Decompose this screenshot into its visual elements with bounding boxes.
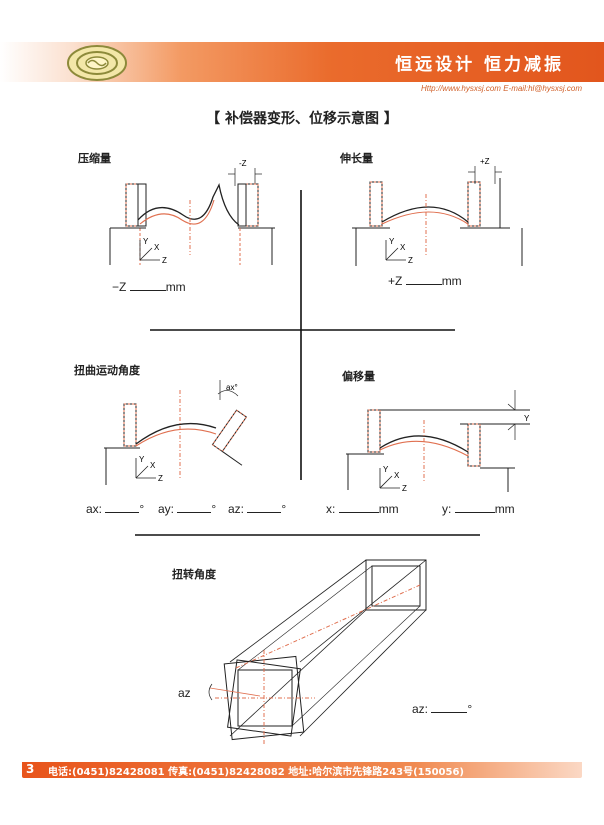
offset-field-y-prefix: y:: [442, 502, 452, 516]
torsion-field[interactable]: az: °: [412, 702, 472, 716]
angular-axis-z: Z: [158, 474, 163, 483]
angular-label: 扭曲运动角度: [74, 364, 140, 377]
angular-field-ay-unit: °: [211, 502, 217, 516]
offset-field-x-prefix: x:: [326, 502, 336, 516]
compression-diagram: -Z Y X Z: [109, 159, 275, 265]
angular-ay-input-line[interactable]: [177, 502, 212, 513]
extension-axis-x: X: [400, 243, 406, 252]
angular-field-ax-unit: °: [139, 502, 145, 516]
offset-field-x-unit: mm: [378, 502, 399, 516]
extension-label: 伸长量: [340, 152, 373, 165]
compression-axis-y: Y: [143, 237, 149, 246]
compression-field-prefix: −Z: [112, 280, 127, 294]
offset-axis-y: Y: [383, 465, 389, 474]
page-title: 【 补偿器变形、位移示意图 】: [206, 111, 398, 127]
compression-field-unit: mm: [165, 280, 186, 294]
torsion-input-line[interactable]: [431, 702, 468, 713]
torsion-field-prefix: az:: [412, 702, 429, 716]
extension-axis-z: Z: [408, 256, 413, 265]
compression-input-line[interactable]: [129, 280, 166, 291]
torsion-field-unit: °: [467, 702, 473, 716]
angular-field-az-prefix: az:: [228, 502, 245, 516]
header-slogan: 恒远设计 恒力减振: [395, 55, 564, 75]
angular-axis-y: Y: [139, 455, 145, 464]
extension-field-prefix: +Z: [388, 274, 403, 288]
offset-x-input-line[interactable]: [338, 502, 379, 513]
footer-contact: 电话:(0451)82428081 传真:(0451)82428082 地址:哈…: [48, 767, 464, 778]
extension-dim-label: +Z: [480, 157, 490, 166]
angular-field-ax-prefix: ax:: [86, 502, 103, 516]
angular-field-ax[interactable]: ax: °: [86, 502, 144, 516]
offset-label: 偏移量: [342, 370, 375, 383]
offset-dim-label: Y: [524, 414, 530, 423]
angular-field-ay-prefix: ay:: [158, 502, 175, 516]
torsion-dim-label: az: [178, 686, 191, 700]
extension-axis-y: Y: [389, 237, 395, 246]
logo: [67, 45, 127, 81]
angular-axis-x: X: [150, 461, 156, 470]
extension-diagram: +Z Y X Z: [352, 157, 523, 266]
offset-y-input-line[interactable]: [454, 502, 495, 513]
footer-bar: [22, 762, 582, 778]
offset-axis-z: Z: [402, 484, 407, 493]
compression-label: 压缩量: [78, 152, 111, 165]
extension-field-unit: mm: [441, 274, 462, 288]
page-number: 3: [26, 762, 35, 776]
extension-input-line[interactable]: [405, 274, 442, 285]
header-contact: Http://www.hysxsj.com E-mail:hl@hysxsj.c…: [420, 84, 582, 93]
torsion-label: 扭转角度: [172, 568, 216, 581]
angular-az-input-line[interactable]: [247, 502, 282, 513]
angular-field-az-unit: °: [281, 502, 287, 516]
offset-axis-x: X: [394, 471, 400, 480]
angular-diagram: ax° Y X Z: [104, 380, 248, 485]
extension-field[interactable]: +Z mm: [388, 274, 462, 288]
offset-field-y[interactable]: y: mm: [442, 502, 515, 516]
compression-field[interactable]: −Z mm: [112, 280, 186, 294]
angular-ax-input-line[interactable]: [105, 502, 140, 513]
angular-field-ay[interactable]: ay: °: [158, 502, 216, 516]
compression-axis-x: X: [154, 243, 160, 252]
offset-field-x[interactable]: x: mm: [326, 502, 399, 516]
offset-diagram: Y Y X Z: [346, 390, 530, 493]
offset-field-y-unit: mm: [494, 502, 515, 516]
compression-dim-label: -Z: [239, 159, 247, 168]
angular-field-az[interactable]: az: °: [228, 502, 286, 516]
angular-dim-label: ax°: [226, 383, 238, 392]
compression-axis-z: Z: [162, 256, 167, 265]
